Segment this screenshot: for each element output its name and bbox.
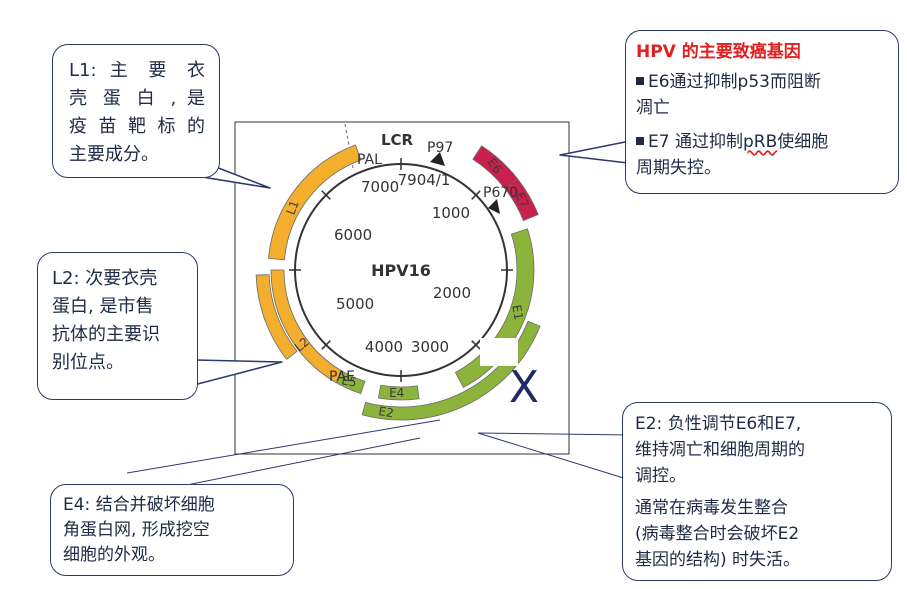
position-ticks [289,158,513,382]
gene-arc-l2-outer [255,274,298,360]
position-label: 4000 [365,338,403,356]
oncogenes-e7-prefix: E7 通过抑制 [648,132,743,152]
callout-l2-line: L2: 次要衣壳 [52,268,158,289]
oncogenes-e7-line: E7 通过抑制pRB使细胞 [636,129,888,155]
callout-e2-line: 调控。 [635,466,686,486]
position-tick [471,190,481,200]
gene-label-e5: E5 [340,373,357,389]
callout-l2-line: 蛋白, 是市售 [52,296,154,317]
promoter-label-p97: P97 [427,140,453,156]
gene-label-e4: E4 [389,386,404,400]
callout-l1-line: 主要成分。 [69,144,159,165]
callout-e2-line: 维持凋亡和细胞周期的 [635,440,805,460]
callout-e4-line: E4: 结合并破坏细胞 [63,495,215,515]
callout-e2: E2: 负性调节E6和E7, 维持凋亡和细胞周期的 调控。 通常在病毒发生整合 … [622,402,892,581]
position-label: 6000 [334,226,372,244]
callout-l2-line: 抗体的主要识 [52,324,160,345]
gene-label-e7: E7 [513,190,532,210]
oncogenes-e7-term: pRB [742,132,778,152]
gene-arc-l1 [268,144,362,261]
oncogenes-e7-suffix: 使细胞 [777,132,829,152]
callout-l1-line: L1: 主 要 衣 [69,60,205,81]
callout-e2-line: 通常在病毒发生整合 [635,498,788,518]
callout-l2: L2: 次要衣壳 蛋白, 是市售 抗体的主要识 别位点。 [37,252,198,400]
position-label: 7000 [361,178,399,196]
gene-arc-e2 [361,320,541,421]
bullet-icon [636,137,644,145]
oncogenes-e7-line2: 周期失控。 [636,158,721,178]
callout-e4-line: 角蛋白网, 形成挖空 [63,520,210,540]
position-tick [321,190,331,200]
oncogenes-e6-line: E6通过抑制p53而阻断 [636,69,888,95]
callout-e2-line: (病毒整合时会破坏E2 [635,524,800,544]
lcr-label: LCR [381,131,414,149]
gene-arc-e7 [504,178,539,222]
signal-label-pal: PAL [357,152,382,168]
promoter-arrow-p670 [488,199,500,214]
gene-arc-l2 [270,269,344,384]
position-label: 3000 [411,338,449,356]
callout-e4: E4: 结合并破坏细胞 角蛋白网, 形成挖空 细胞的外观。 [50,484,294,576]
callout-l1: L1: 主 要 衣 壳 蛋 白 , 是 疫 苗 靶 标 的 主要成分。 [52,44,220,178]
callout-l2-line: 别位点。 [52,352,124,373]
callout-l1-line: 壳 蛋 白 , 是 [69,88,205,109]
position-label: 5000 [336,295,374,313]
oncogenes-e6-line2: 凋亡 [636,98,670,118]
diagram-frame [234,121,570,455]
promoter-arrows [430,152,500,214]
callout-e4-line: 细胞的外观。 [63,545,165,565]
callout-e2-line: E2: 负性调节E6和E7, [635,414,802,434]
callout-e2-line: 基因的结构) 时失活。 [635,550,801,570]
callout-oncogenes: HPV 的主要致癌基因 E6通过抑制p53而阻断 凋亡 E7 通过抑制pRB使细… [625,30,899,194]
callout-l1-line: 疫 苗 靶 标 的 [69,116,205,137]
break-mark: X [509,362,539,413]
integration-break [480,338,518,366]
gene-label-e1: E1 [509,304,525,321]
promoter-arrow-p97 [430,152,445,166]
oncogenes-e6-text: E6通过抑制p53而阻断 [648,72,821,92]
oncogenes-title: HPV 的主要致癌基因 [636,42,801,62]
position-label: 1000 [432,204,470,222]
gene-label-l1: L1 [284,198,302,216]
bullet-icon [636,77,644,85]
gene-label-e2: E2 [377,404,394,420]
gene-arc-e4 [377,384,420,401]
position-tick [471,340,481,350]
position-label: 2000 [433,284,471,302]
position-label: 7904/1 [398,171,451,189]
promoter-label-p670: P670 [483,185,518,201]
signal-label-pae: PAE [329,369,355,385]
gene-arcs [255,144,541,421]
position-tick [321,340,331,350]
center-label: HPV16 [371,261,431,280]
